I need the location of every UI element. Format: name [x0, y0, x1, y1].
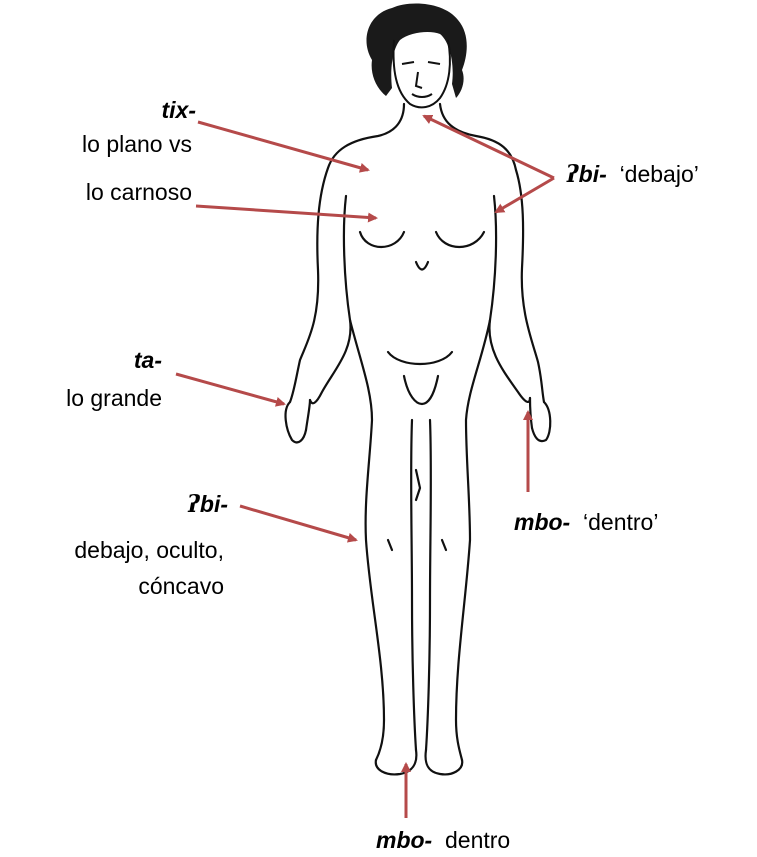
label-bi-top: ʔbi- ‘debajo’ [566, 160, 699, 189]
arrow-bi-armpit [496, 178, 554, 212]
label-mbo-right-morpheme: mbo- [514, 509, 570, 535]
label-bi-top-gloss: ‘debajo’ [620, 161, 699, 187]
face [394, 40, 450, 107]
label-bi-left-morpheme: bi- [200, 491, 228, 517]
label-tix-morpheme: tix- [118, 96, 196, 124]
label-ta-gloss: lo grande [20, 384, 162, 412]
label-bi-left: ʔbi- [150, 490, 228, 519]
label-mbo-right: mbo- ‘dentro’ [514, 508, 658, 536]
label-tix-line1: lo plano vs [20, 130, 192, 158]
arrow-bi-thigh [240, 506, 356, 540]
label-mbo-bottom: mbo- dentro [376, 826, 510, 854]
label-mbo-bottom-gloss: dentro [445, 827, 510, 853]
label-bi-left-line1: debajo, oculto, [20, 536, 224, 564]
label-ta-morpheme: ta- [100, 346, 162, 374]
glottal-stop-glyph: ʔ [566, 161, 579, 188]
label-bi-top-morpheme: bi- [579, 161, 607, 187]
label-mbo-bottom-morpheme: mbo- [376, 827, 432, 853]
arrow-tix-breast [196, 206, 376, 218]
label-mbo-right-gloss: ‘dentro’ [583, 509, 658, 535]
arrow-ta-hand [176, 374, 284, 404]
arrow-bi-chin [424, 116, 554, 178]
glottal-stop-glyph-left: ʔ [187, 491, 200, 518]
label-tix-line2: lo carnoso [20, 178, 192, 206]
label-bi-left-line2: cóncavo [20, 572, 224, 600]
arrow-tix-chest [198, 122, 368, 170]
annotation-arrows [176, 116, 554, 818]
